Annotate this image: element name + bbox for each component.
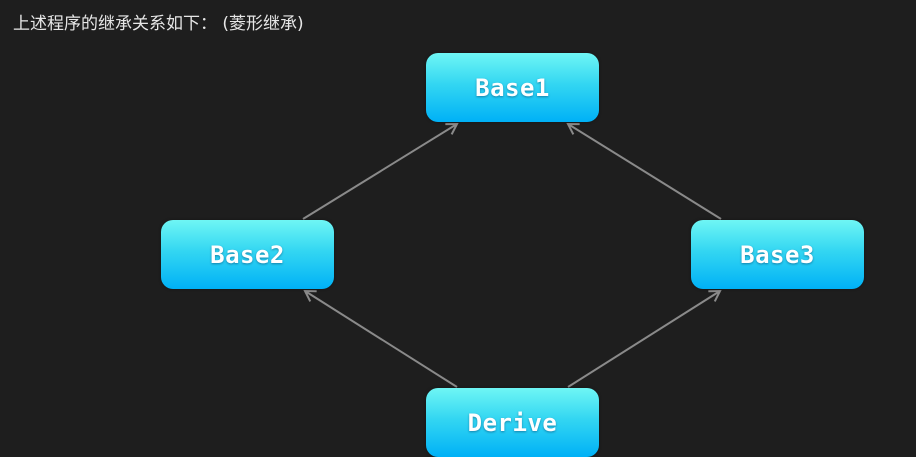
node-base1: Base1 (426, 53, 599, 122)
node-derive-label: Derive (467, 408, 558, 437)
node-base3-label: Base3 (740, 240, 815, 269)
node-base3: Base3 (691, 220, 864, 289)
node-base1-label: Base1 (475, 73, 550, 102)
caption-text: 上述程序的继承关系如下： (菱形继承) (13, 14, 304, 34)
edge-base2-to-base1 (302, 122, 459, 220)
edge-base3-to-base1 (566, 122, 722, 220)
node-base2: Base2 (161, 220, 334, 289)
node-base2-label: Base2 (210, 240, 285, 269)
edge-derive-to-base3 (567, 289, 722, 388)
node-derive: Derive (426, 388, 599, 457)
edge-derive-to-base2 (303, 289, 458, 388)
